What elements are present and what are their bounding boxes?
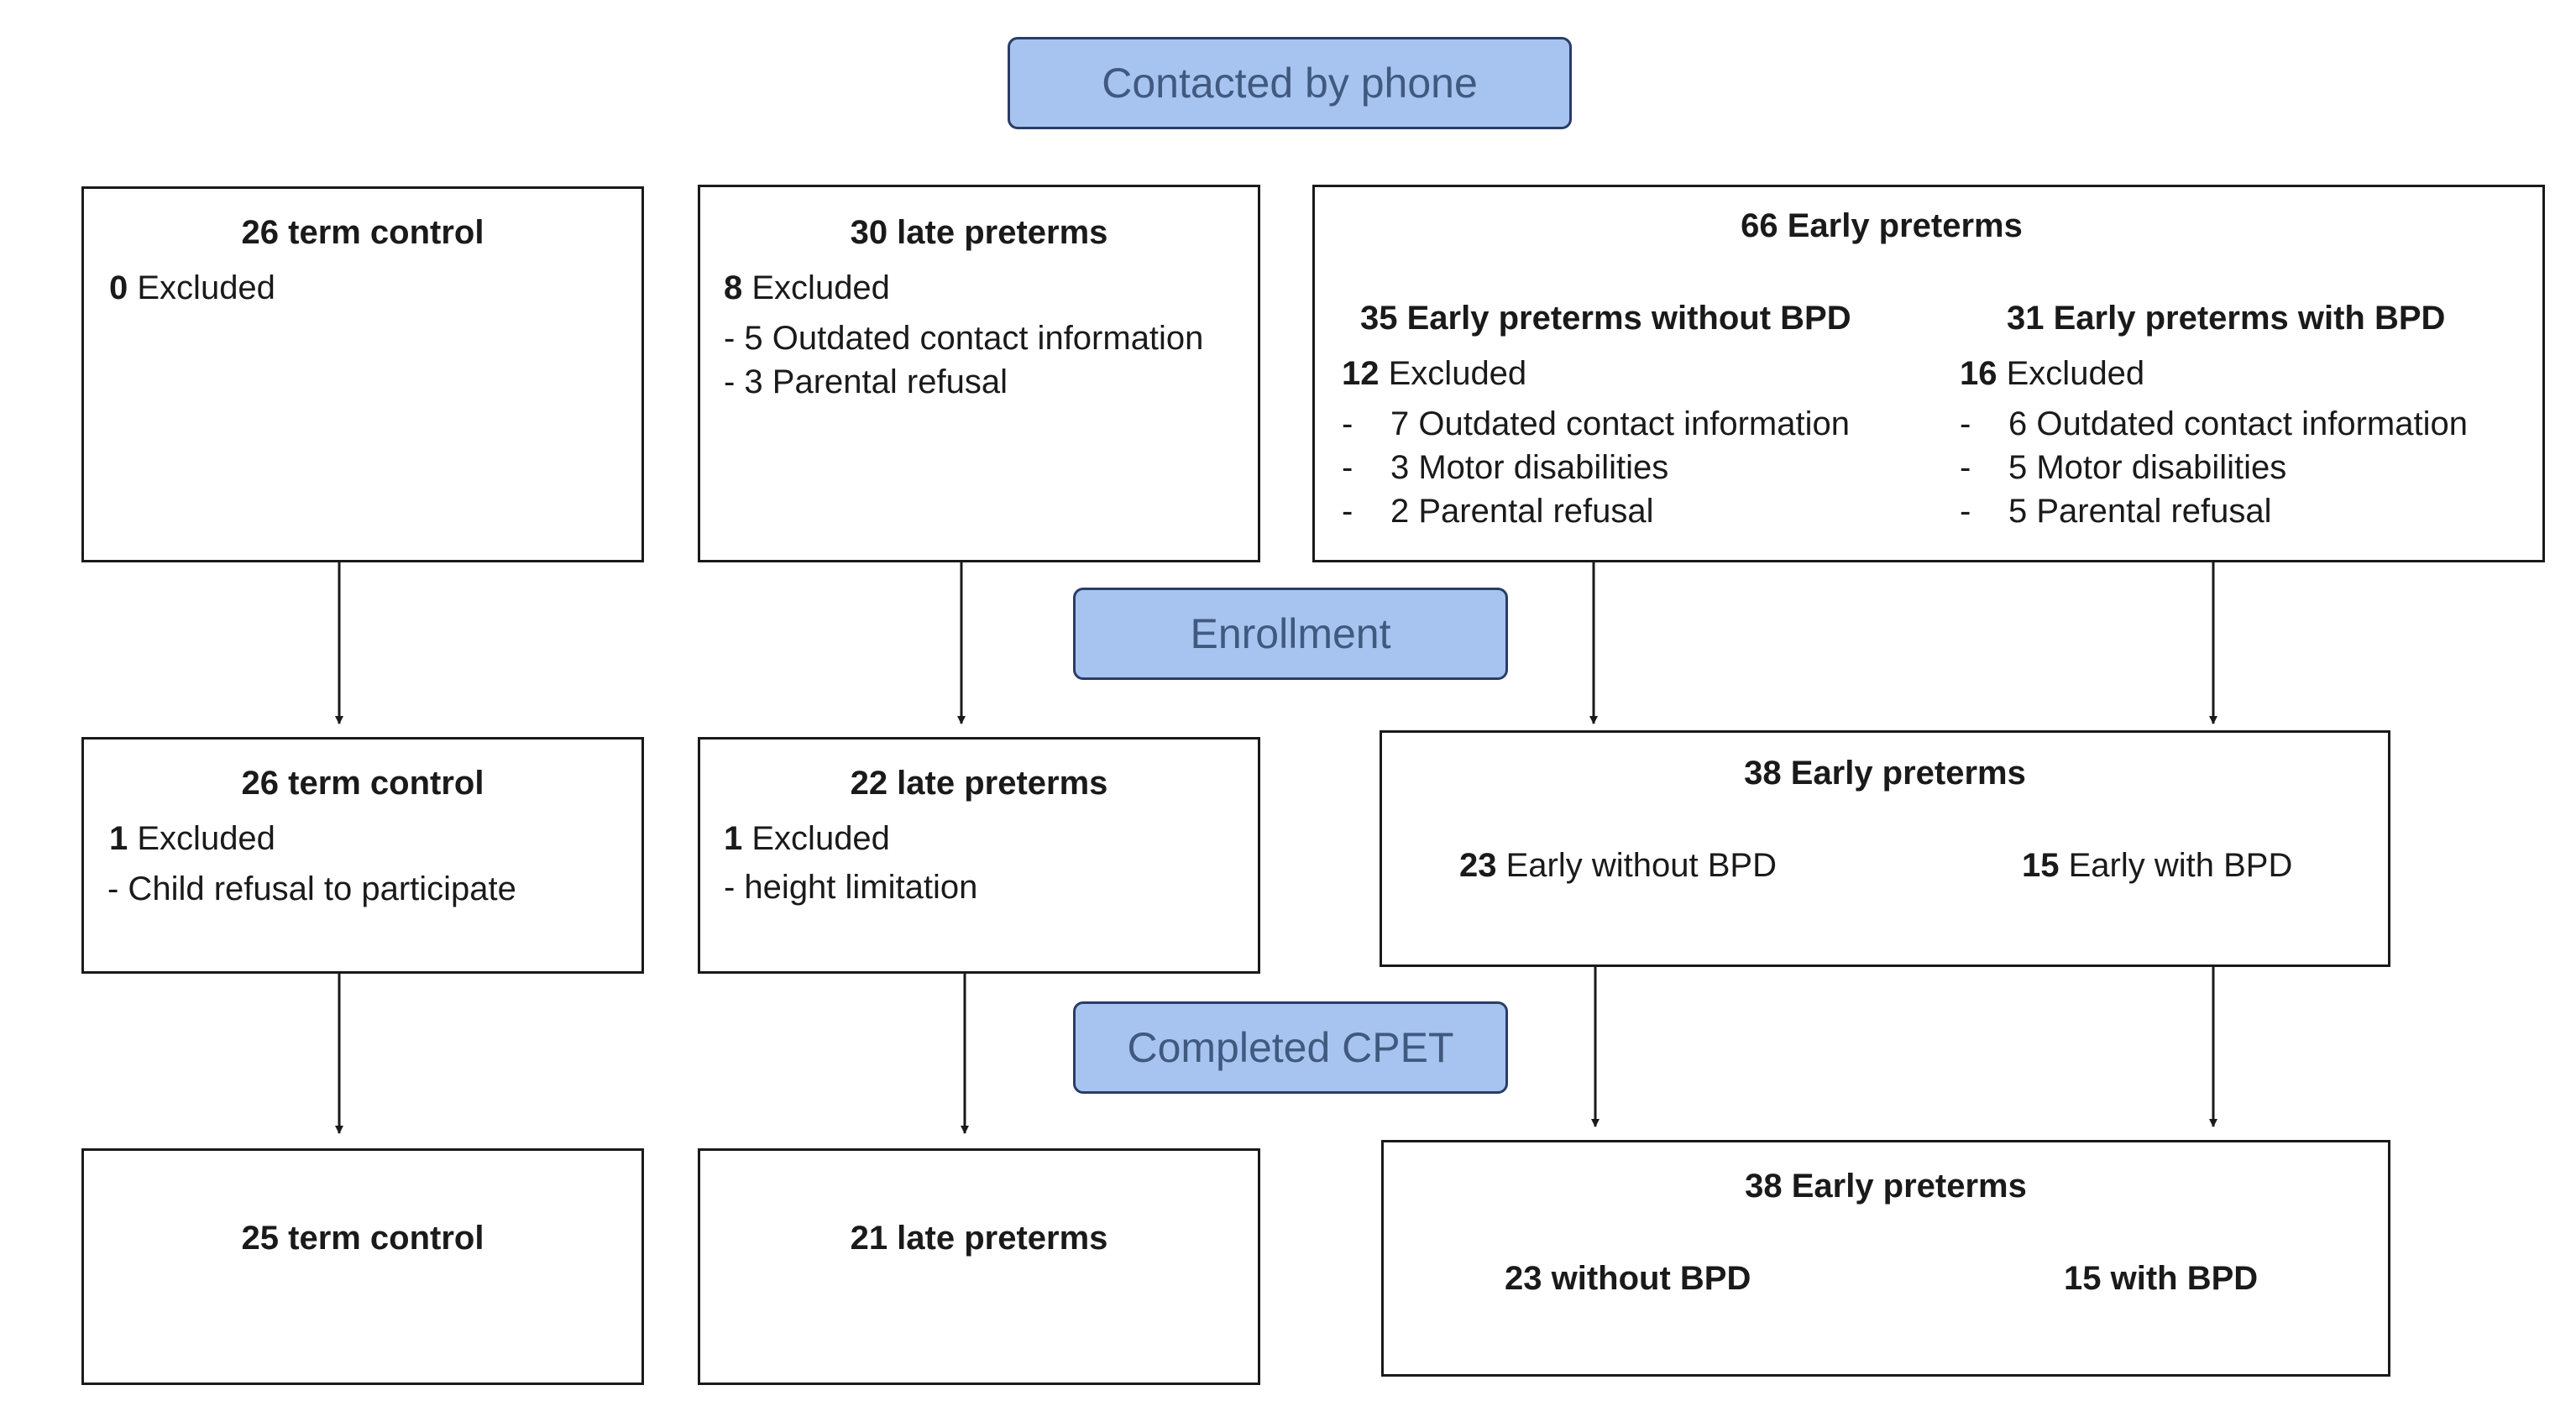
reason-dash: - <box>1342 405 1353 442</box>
reason-item: 5 Motor disabilities <box>2008 449 2287 486</box>
reason-item: 3 Motor disabilities <box>1390 449 1669 486</box>
reason-item: 7 Outdated contact information <box>1390 405 1850 442</box>
box-title: 26 term control <box>241 765 484 802</box>
reason-item: 5 Parental refusal <box>2008 493 2272 530</box>
box-row1-late-preterms: 30 late preterms 8 Excluded - 5 Outdated… <box>698 185 1260 562</box>
count: 23 <box>1459 847 1497 884</box>
without-bpd: 23 without BPD <box>1505 1260 1751 1297</box>
box-title: 22 late preterms <box>850 765 1108 802</box>
excluded-line: 16 Excluded <box>1960 355 2144 393</box>
subgroup-title-without-bpd: 35 Early preterms without BPD <box>1360 300 1851 337</box>
reason-dash: - <box>1342 449 1353 486</box>
excluded-count: 16 <box>1960 355 1997 392</box>
reason-item: - height limitation <box>724 869 978 906</box>
count: 15 <box>2022 847 2060 884</box>
excluded-line: 12 Excluded <box>1342 355 1526 393</box>
with-bpd: 15 with BPD <box>2064 1260 2259 1297</box>
excluded-count: 1 <box>109 820 128 857</box>
box-row2-early-preterms: 38 Early preterms 23 Early without BPD 1… <box>1380 730 2390 967</box>
excluded-line: 8 Excluded <box>724 269 890 307</box>
excluded-count: 8 <box>724 269 743 306</box>
box-row2-late-preterms: 22 late preterms 1 Excluded - height lim… <box>698 737 1260 974</box>
box-title: 26 term control <box>241 214 484 251</box>
box-row3-term-control: 25 term control <box>81 1148 644 1385</box>
stage-completed-cpet: Completed CPET <box>1073 1001 1508 1094</box>
label: Early with BPD <box>2068 847 2293 884</box>
box-title: 38 Early preterms <box>1745 1168 2027 1205</box>
box-title: 38 Early preterms <box>1744 755 2026 792</box>
box-row1-term-control: 26 term control 0 Excluded <box>81 186 644 562</box>
early-with-bpd: 15 Early with BPD <box>2022 847 2292 885</box>
label: Early without BPD <box>1505 847 1777 884</box>
reason-item: - 3 Parental refusal <box>724 363 1008 400</box>
box-title: 21 late preterms <box>850 1220 1108 1257</box>
subgroup-title-with-bpd: 31 Early preterms with BPD <box>2007 300 2446 337</box>
reason-item: 2 Parental refusal <box>1390 493 1654 530</box>
excluded-line: 1 Excluded <box>724 820 890 858</box>
box-row3-late-preterms: 21 late preterms <box>698 1148 1260 1385</box>
box-title: 30 late preterms <box>850 214 1108 251</box>
excluded-label: Excluded <box>751 820 890 857</box>
reason-item: - Child refusal to participate <box>107 870 516 907</box>
early-without-bpd: 23 Early without BPD <box>1459 847 1777 885</box>
excluded-label: Excluded <box>751 269 890 306</box>
excluded-label: Excluded <box>137 269 275 306</box>
reason-item: - 5 Outdated contact information <box>724 320 1204 357</box>
box-row3-early-preterms: 38 Early preterms 23 without BPD 15 with… <box>1381 1140 2390 1377</box>
excluded-line: 1 Excluded <box>109 820 275 858</box>
reason-dash: - <box>1342 493 1353 530</box>
reason-dash: - <box>1960 405 1971 442</box>
excluded-label: Excluded <box>1388 355 1527 392</box>
excluded-label: Excluded <box>137 820 275 857</box>
reason-item: 6 Outdated contact information <box>2008 405 2468 442</box>
excluded-line: 0 Excluded <box>109 269 275 307</box>
excluded-count: 0 <box>109 269 128 306</box>
excluded-count: 12 <box>1342 355 1380 392</box>
stage-contacted-by-phone: Contacted by phone <box>1008 37 1572 129</box>
box-title: 66 Early preterms <box>1741 207 2023 244</box>
excluded-count: 1 <box>724 820 743 857</box>
box-row1-early-preterms: 66 Early preterms 35 Early preterms with… <box>1312 185 2545 562</box>
reason-dash: - <box>1960 449 1971 486</box>
excluded-label: Excluded <box>2006 355 2145 392</box>
stage-enrollment: Enrollment <box>1073 588 1508 680</box>
box-title: 25 term control <box>241 1220 484 1257</box>
box-row2-term-control: 26 term control 1 Excluded - Child refus… <box>81 737 644 974</box>
reason-dash: - <box>1960 493 1971 530</box>
